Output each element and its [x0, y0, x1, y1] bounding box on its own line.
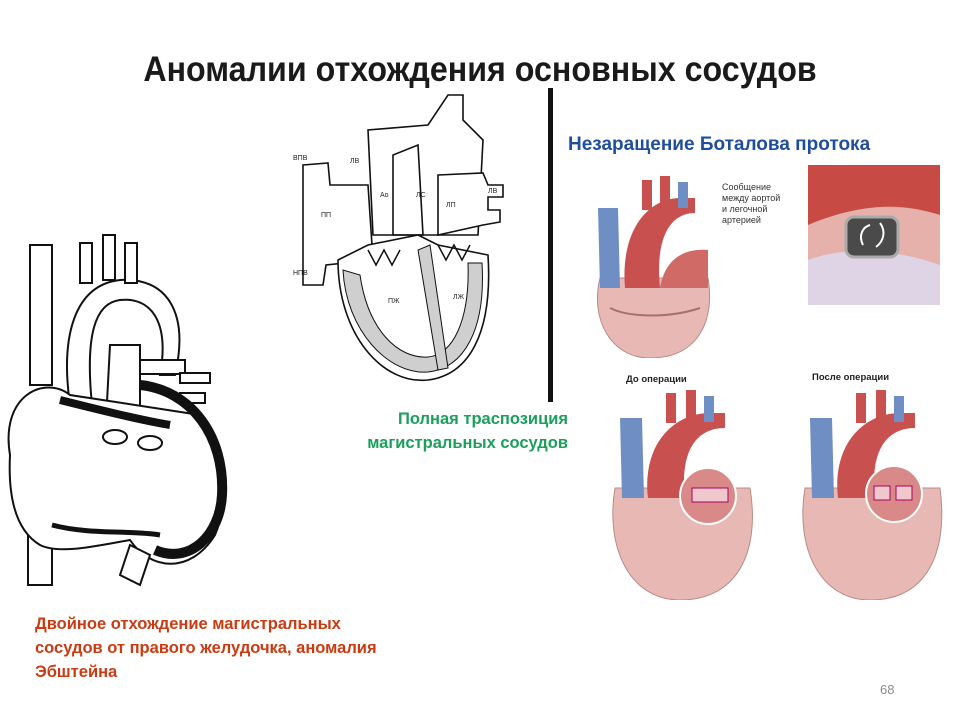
flow-arrow — [860, 224, 871, 246]
branch-vessel — [124, 242, 138, 284]
aortic-branch — [660, 176, 670, 206]
aorta-outline — [392, 143, 424, 236]
aortic-branch — [666, 393, 676, 423]
aorta — [647, 413, 725, 498]
ligated-ductus — [873, 485, 891, 501]
vena-cava — [810, 418, 834, 498]
aortic-branch — [686, 390, 696, 420]
caption-line: Полная траспозиция — [398, 410, 568, 428]
zoom-circle — [865, 465, 923, 523]
heart-outline — [7, 386, 226, 565]
left-atrium — [437, 172, 504, 236]
label-lzh: ЛЖ — [453, 294, 465, 301]
pda-heart-illustration — [596, 176, 711, 358]
aorta — [624, 198, 695, 288]
slide-number: 68 — [880, 682, 895, 697]
vertical-divider — [548, 88, 553, 402]
before-operation-illustration — [612, 390, 753, 600]
after-operation-illustration — [802, 390, 943, 600]
pulmonary-valve — [137, 435, 163, 451]
mitral-valve — [437, 243, 471, 262]
ductus-opening — [844, 215, 900, 259]
label-lv-right: ЛВ — [488, 188, 498, 195]
pulmonary-branch — [179, 372, 211, 384]
callout-line: артерией — [722, 215, 761, 225]
open-ductus — [691, 487, 729, 503]
aortic-branch — [704, 396, 714, 422]
pda-callout: Сообщение между аортой и легочной артери… — [722, 182, 780, 226]
pda-closeup-illustration — [808, 165, 940, 305]
dorv-heart-diagram — [7, 234, 228, 587]
tga-caption: Полная траспозиция магистральных сосудов — [300, 407, 568, 455]
slide-title: Аномалии отхождения основных сосудов — [143, 50, 817, 89]
branch-vessel — [79, 242, 93, 284]
label-pp: ПП — [321, 212, 331, 219]
aortic-branch — [876, 390, 886, 420]
pulmonary-artery — [660, 249, 708, 288]
label-npv: НПВ — [293, 270, 308, 277]
ventricle-floor — [51, 522, 161, 538]
pulmonary-wall — [808, 250, 940, 305]
dorv-caption: Двойное отхождение магистральных сосудов… — [35, 612, 505, 684]
heart-body — [596, 277, 711, 358]
after-operation-label: После операции — [812, 372, 890, 383]
myocardium — [342, 262, 483, 373]
tricuspid-valve — [367, 248, 401, 267]
caption-line: Эбштейна — [35, 663, 118, 681]
label-vpv: ВПВ — [293, 155, 308, 162]
ligated-ductus — [895, 485, 913, 501]
vena-cava — [620, 418, 644, 498]
label-pzh: ПЖ — [388, 298, 400, 305]
aortic-valve — [102, 429, 128, 445]
septum — [417, 244, 449, 371]
aortic-branch — [856, 393, 866, 423]
caption-line: магистральных сосудов — [367, 434, 568, 452]
label-ao: Ао — [380, 192, 389, 199]
label-lv-vessel: ЛВ — [350, 158, 360, 165]
septum-wall — [59, 396, 171, 429]
svc-vessel — [29, 244, 53, 386]
aorta — [837, 413, 915, 498]
descending-vessel — [118, 543, 152, 587]
before-operation-label: До операции — [626, 374, 687, 385]
callout-line: и легочной — [722, 204, 768, 214]
label-lp: ЛП — [446, 202, 456, 209]
aortic-branch — [678, 182, 688, 208]
pda-title: Незаращение Боталова протока — [568, 134, 871, 155]
caption-line: сосудов от правого желудочка, аномалия — [35, 639, 377, 657]
ventricle-wall — [139, 380, 228, 559]
aortic-branch — [894, 396, 904, 422]
aortic-branch — [642, 180, 652, 210]
caption-line: Двойное отхождение магистральных — [35, 615, 341, 633]
pulmonary-branch — [139, 359, 186, 375]
branch-vessel — [102, 234, 116, 281]
coronary-vessel — [609, 307, 701, 317]
label-ls: ЛС — [416, 192, 426, 199]
flow-arrow — [875, 222, 885, 248]
vena-cava — [598, 208, 620, 288]
tga-heart-diagram: ВПВ ЛВ Ао ЛС ЛВ ПП ЛП НПВ ПЖ ЛЖ — [293, 94, 504, 382]
callout-line: между аортой — [722, 193, 781, 203]
aortic-wall — [808, 165, 940, 225]
callout-line: Сообщение — [722, 182, 771, 192]
